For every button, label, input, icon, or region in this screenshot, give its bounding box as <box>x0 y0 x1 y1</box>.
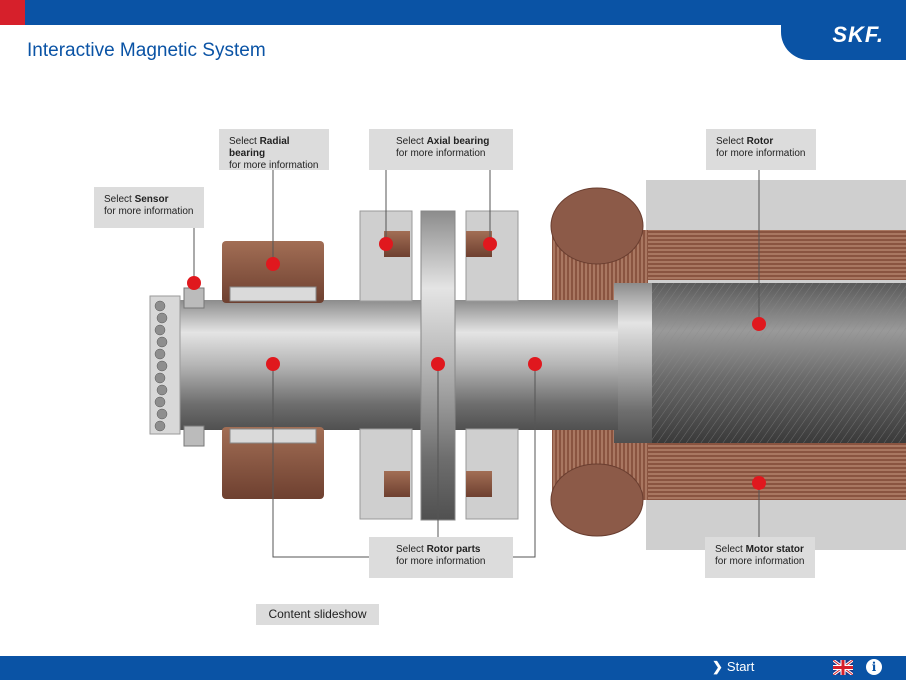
hotspot-axial-bearing-left[interactable] <box>379 237 393 251</box>
label-sub: for more information <box>715 556 805 567</box>
label-prefix: Select <box>396 136 427 147</box>
chevron-right-icon: ❯ <box>712 659 723 674</box>
start-label: Start <box>726 659 755 674</box>
label-sub: for more information <box>104 206 194 217</box>
hotspot-motor-stator[interactable] <box>752 476 766 490</box>
label-prefix: Select <box>716 136 747 147</box>
label-sub: for more information <box>716 148 806 159</box>
winding-cross-section-top <box>550 187 644 265</box>
shaft <box>178 300 618 430</box>
hotspot-rotor[interactable] <box>752 317 766 331</box>
hotspot-radial-bearing[interactable] <box>266 257 280 271</box>
label-motor-stator[interactable]: Select Motor stator for more information <box>705 537 815 578</box>
label-sub: for more information <box>396 148 486 159</box>
hotspot-rotor-part-3[interactable] <box>528 357 542 371</box>
hotspot-sensor[interactable] <box>187 276 201 290</box>
info-icon[interactable]: i <box>866 659 882 675</box>
label-sensor[interactable]: Select Sensor for more information <box>94 187 204 228</box>
label-axial-bearing[interactable]: Select Axial bearing for more informatio… <box>369 129 513 170</box>
label-sub: for more information <box>396 556 486 567</box>
start-button[interactable]: ❯Start <box>712 659 754 675</box>
brand-corner <box>0 0 25 25</box>
rotor-end-ring <box>614 283 652 443</box>
label-prefix: Select <box>229 136 260 147</box>
skf-logo: SKF. <box>832 22 884 47</box>
uk-flag-icon[interactable] <box>833 660 853 675</box>
hotspot-axial-bearing-right[interactable] <box>483 237 497 251</box>
label-prefix: Select <box>104 194 135 205</box>
bottom-bar: ❯Start i <box>0 656 906 680</box>
content-slideshow-button[interactable]: Content slideshow <box>256 604 379 625</box>
label-prefix: Select <box>715 544 746 555</box>
hotspot-rotor-part-1[interactable] <box>266 357 280 371</box>
top-bar <box>0 0 906 25</box>
hotspot-rotor-part-2[interactable] <box>431 357 445 371</box>
stator-winding-top <box>646 230 906 280</box>
sensor-bottom <box>183 425 205 447</box>
label-name: Rotor parts <box>426 544 481 555</box>
label-name: Radial bearing <box>229 136 290 159</box>
label-radial-bearing[interactable]: Select Radial bearing for more informati… <box>219 129 329 171</box>
label-name: Sensor <box>134 194 169 205</box>
label-name: Motor stator <box>745 544 804 555</box>
page-title: Interactive Magnetic System <box>27 40 266 61</box>
label-rotor-parts[interactable]: Select Rotor parts for more information <box>369 537 513 578</box>
label-prefix: Select <box>396 544 427 555</box>
sensor-top <box>183 287 205 309</box>
label-rotor[interactable]: Select Rotor for more information <box>706 129 816 170</box>
label-name: Axial bearing <box>426 136 490 147</box>
label-sub: for more information <box>229 160 319 171</box>
label-name: Rotor <box>746 136 774 147</box>
logo-tab: SKF. <box>781 0 906 60</box>
winding-cross-section-bottom <box>550 463 644 537</box>
